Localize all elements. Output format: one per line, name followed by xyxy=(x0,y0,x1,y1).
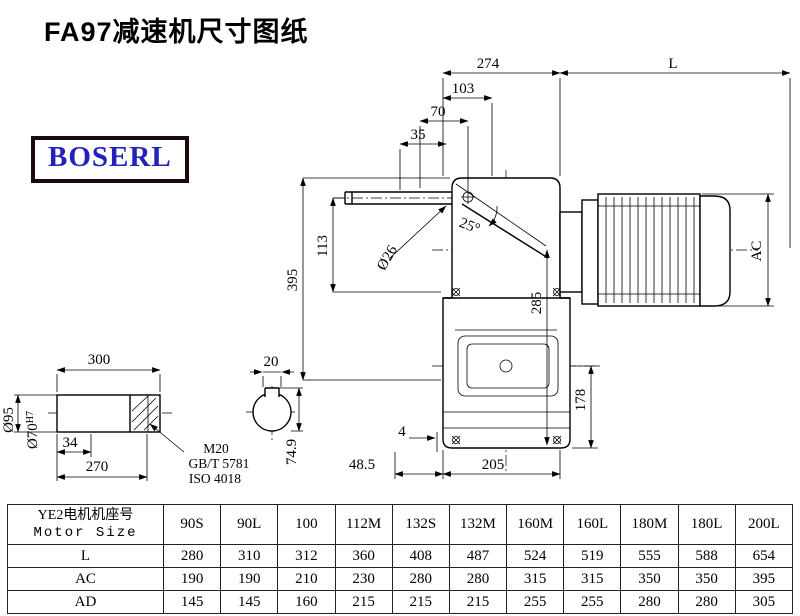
header-cn: YE2电机机座号 xyxy=(37,508,134,523)
value-cell: 230 xyxy=(334,567,393,591)
column-header: 132M xyxy=(448,504,508,545)
value-cell: 280 xyxy=(162,544,222,568)
standard-iso: ISO 4018 xyxy=(189,471,241,486)
value-cell: 310 xyxy=(220,544,279,568)
dim-74-9: 74.9 xyxy=(284,439,300,465)
value-cell: 215 xyxy=(448,590,508,614)
technical-drawing: 274 L 103 70 35 25° Ø26 113 395 285 AC 1… xyxy=(1,56,791,486)
dim-113: 113 xyxy=(315,235,331,257)
value-cell: 350 xyxy=(677,567,736,591)
value-cell: 160 xyxy=(277,590,336,614)
value-cell: 524 xyxy=(506,544,565,568)
dia-26: Ø26 xyxy=(374,242,401,273)
value-cell: 654 xyxy=(734,544,794,568)
value-cell: 215 xyxy=(334,590,393,614)
dim-70: 70 xyxy=(431,104,446,120)
value-cell: 255 xyxy=(506,590,565,614)
value-cell: 190 xyxy=(220,567,279,591)
column-header: 200L xyxy=(734,504,794,545)
value-cell: 555 xyxy=(620,544,679,568)
value-cell: 305 xyxy=(734,590,794,614)
keyway-section-view: 20 74.9 xyxy=(246,354,303,465)
value-cell: 280 xyxy=(620,590,679,614)
value-cell: 145 xyxy=(220,590,279,614)
column-header: 112M xyxy=(334,504,393,545)
value-cell: 588 xyxy=(677,544,736,568)
dim-103: 103 xyxy=(452,81,475,97)
dim-35: 35 xyxy=(411,127,426,143)
value-cell: 519 xyxy=(563,544,622,568)
value-cell: 215 xyxy=(391,590,450,614)
column-header: 180M xyxy=(620,504,679,545)
motor-size-header-cell: YE2电机机座号 Motor Size xyxy=(7,504,164,545)
value-cell: 145 xyxy=(162,590,222,614)
value-cell: 210 xyxy=(277,567,336,591)
angle-25: 25° xyxy=(457,215,482,238)
value-cell: 255 xyxy=(563,590,622,614)
dim-178: 178 xyxy=(573,389,589,412)
value-cell: 190 xyxy=(162,567,222,591)
dim-395: 395 xyxy=(285,269,301,292)
value-cell: 280 xyxy=(677,590,736,614)
dim-20: 20 xyxy=(264,354,279,370)
column-header: 100 xyxy=(277,504,336,545)
boserl-logo: BOSERL xyxy=(31,136,189,183)
dim-48-5: 48.5 xyxy=(349,457,375,473)
dimension-lines xyxy=(300,70,791,479)
dim-274: 274 xyxy=(477,56,500,72)
gearbox-housing xyxy=(442,177,571,449)
row-label: L xyxy=(7,544,164,568)
logo-text: BOSERL xyxy=(48,141,172,173)
value-cell: 315 xyxy=(563,567,622,591)
standard-gbt: GB/T 5781 xyxy=(189,456,250,471)
dim-300: 300 xyxy=(88,352,111,368)
dim-205: 205 xyxy=(482,457,505,473)
value-cell: 280 xyxy=(448,567,508,591)
column-header: 90S xyxy=(162,504,222,545)
shaft-section-circle xyxy=(252,392,292,432)
fan-cover xyxy=(699,195,731,307)
value-cell: 312 xyxy=(277,544,336,568)
page-title: FA97减速机尺寸图纸 xyxy=(44,17,309,47)
shaft-body xyxy=(56,394,161,433)
value-cell: 315 xyxy=(506,567,565,591)
dim-AC: AC xyxy=(749,241,765,262)
motor xyxy=(559,193,731,307)
value-cell: 360 xyxy=(334,544,393,568)
dim-4: 4 xyxy=(398,424,406,440)
input-shaft xyxy=(344,190,475,205)
column-header: 132S xyxy=(391,504,450,545)
dim-L: L xyxy=(668,56,677,72)
column-header: 180L xyxy=(677,504,736,545)
column-header: 90L xyxy=(220,504,279,545)
dim-34: 34 xyxy=(63,435,79,451)
main-view: 274 L 103 70 35 25° Ø26 113 395 285 AC 1… xyxy=(285,56,791,479)
value-cell: 280 xyxy=(391,567,450,591)
column-header: 160M xyxy=(506,504,565,545)
row-label: AD xyxy=(7,590,164,614)
value-cell: 350 xyxy=(620,567,679,591)
shaft-detail-view: 300 34 270 Ø95 Ø70H7 M20 GB/T 5781 ISO 4… xyxy=(1,352,249,486)
value-cell: 408 xyxy=(391,544,450,568)
dia-95: Ø95 xyxy=(1,407,17,433)
dim-270: 270 xyxy=(86,459,109,475)
value-cell: 395 xyxy=(734,567,794,591)
column-header: 160L xyxy=(563,504,622,545)
thread-label: M20 xyxy=(203,441,229,456)
value-cell: 487 xyxy=(448,544,508,568)
bolt-hatch xyxy=(131,395,159,432)
header-en: Motor Size xyxy=(33,525,138,541)
dim-285: 285 xyxy=(529,292,545,315)
dia-70-h7: Ø70H7 xyxy=(25,411,41,449)
row-label: AC xyxy=(7,567,164,591)
keyway-notch xyxy=(264,387,280,397)
